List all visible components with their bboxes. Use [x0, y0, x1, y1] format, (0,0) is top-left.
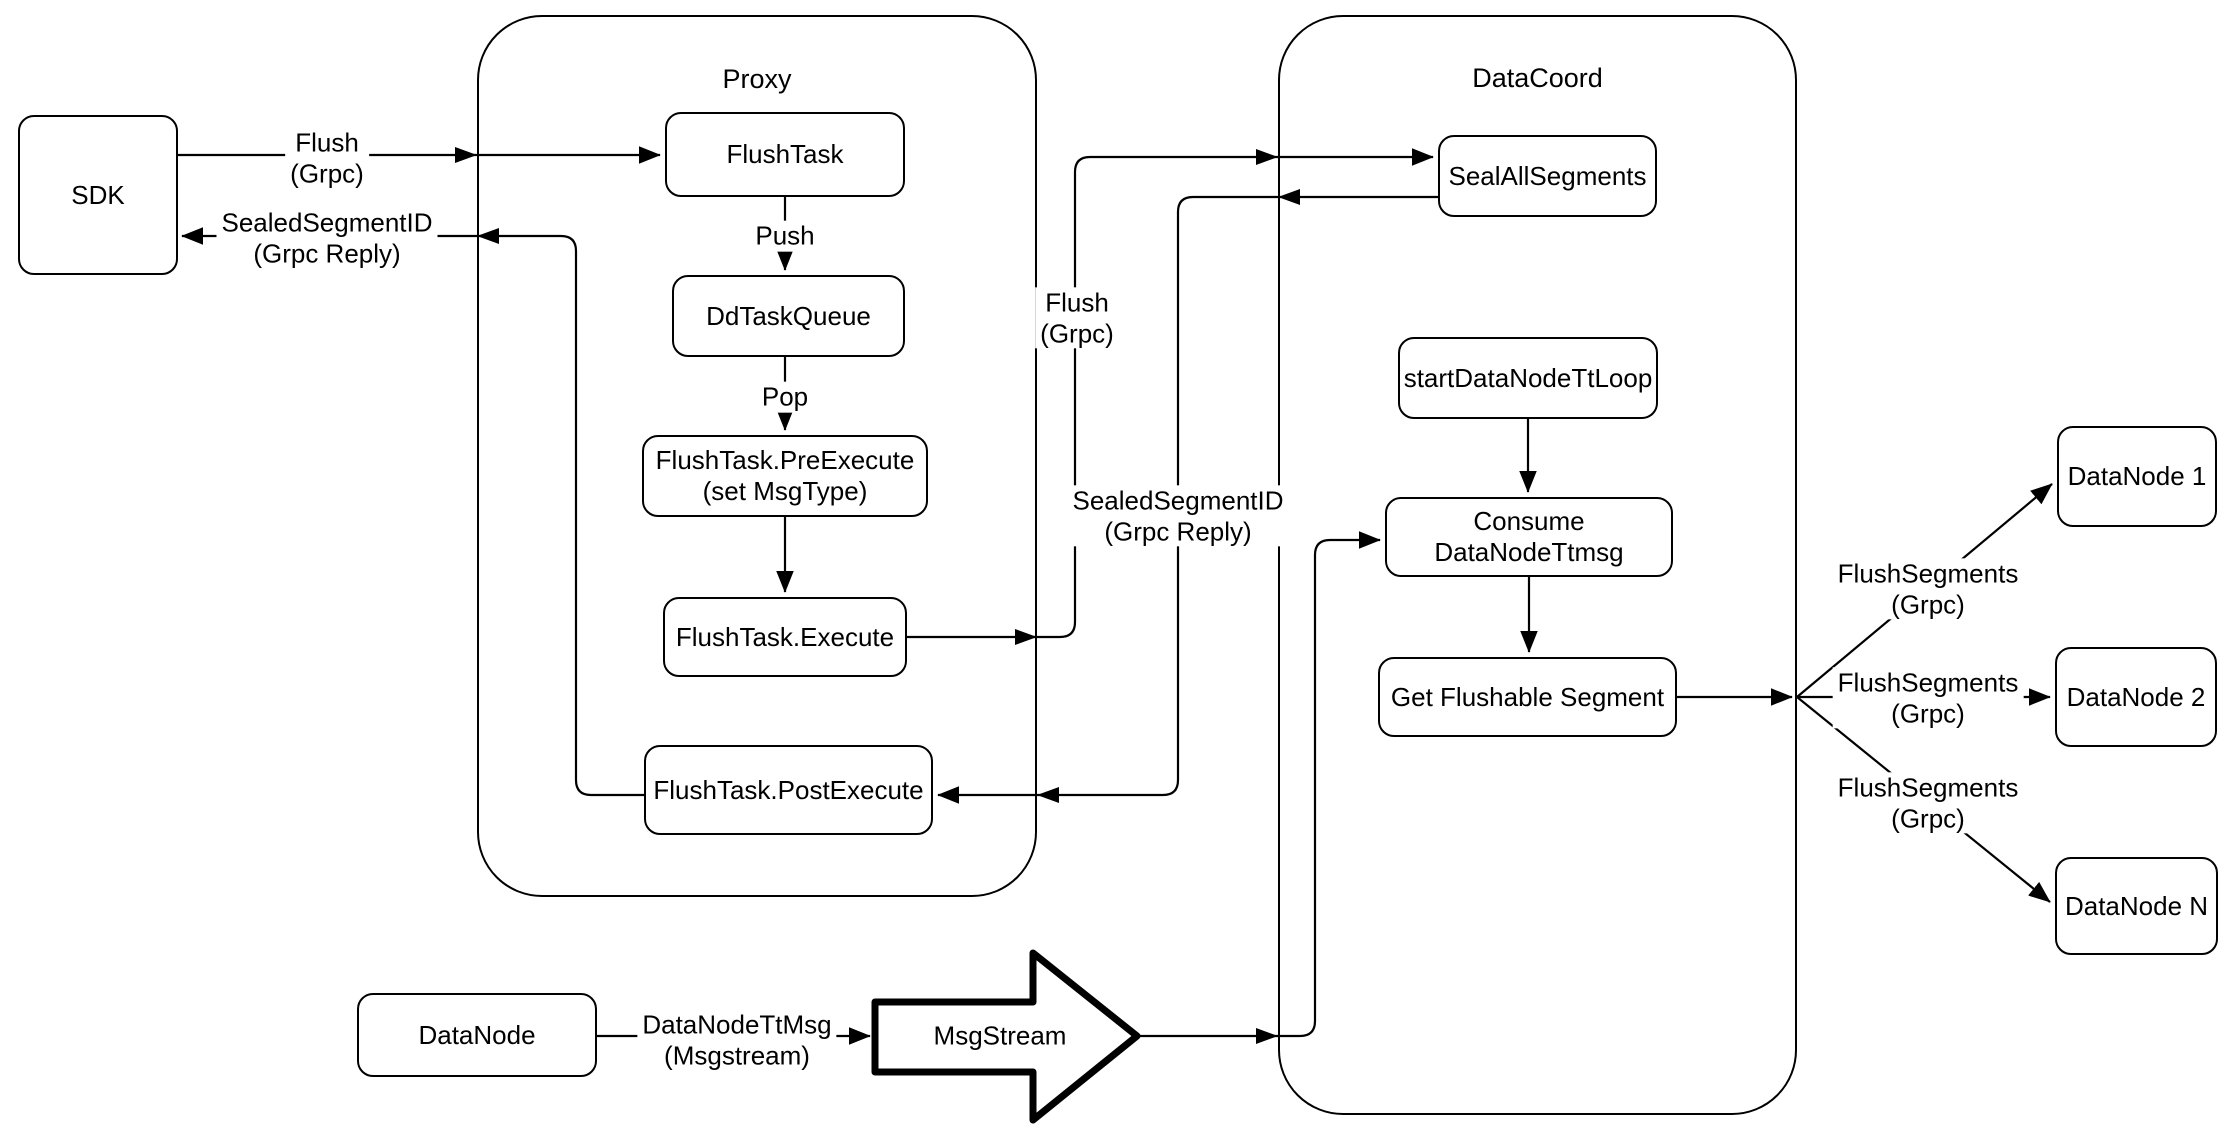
- node-ddtaskqueue-label: DdTaskQueue: [706, 300, 871, 331]
- node-flushtask: FlushTask: [665, 112, 905, 197]
- node-consume-datanodettmsg: Consume DataNodeTtmsg: [1385, 497, 1673, 577]
- edge-label-flush-proxy-line1: Flush: [1045, 287, 1109, 318]
- node-datanode2-label: DataNode 2: [2066, 681, 2206, 712]
- edge-label-flushsegments-3: FlushSegments (Grpc): [1832, 772, 2024, 834]
- node-sdk: SDK: [18, 115, 178, 275]
- node-datanode1-label: DataNode 1: [2067, 461, 2207, 492]
- node-getflushablesegment-label: Get Flushable Segment: [1390, 681, 1665, 712]
- edge-label-datanodettmsg-line2: (Msgstream): [664, 1040, 810, 1070]
- edge-label-flush-proxy-line2: (Grpc): [1040, 318, 1114, 348]
- edge-label-flushsegments-1-line1: FlushSegments: [1837, 558, 2019, 589]
- edge-label-flush-sdk-line1: Flush: [295, 127, 359, 158]
- proxy-container: [477, 15, 1037, 897]
- edge-label-flush-sdk: Flush (Grpc): [285, 127, 369, 189]
- proxy-container-title: Proxy: [722, 64, 792, 94]
- edge-label-flushsegments-2-line1: FlushSegments: [1837, 667, 2019, 698]
- edge-label-push: Push: [750, 220, 820, 252]
- msgstream-label: MsgStream: [933, 1020, 1067, 1051]
- edge-label-pop: Pop: [756, 381, 814, 413]
- edge-label-flushsegments-3-line1: FlushSegments: [1837, 772, 2019, 803]
- node-startdatanodettloop-label: startDataNodeTtLoop: [1403, 362, 1653, 393]
- node-consume-datanodettmsg-label: Consume DataNodeTtmsg: [1434, 506, 1624, 567]
- edge-label-sealed-sdk: SealedSegmentID (Grpc Reply): [216, 207, 438, 269]
- node-postexecute: FlushTask.PostExecute: [644, 745, 933, 835]
- edge-label-flushsegments-2-line2: (Grpc): [1891, 698, 1965, 728]
- edge-label-sealed-sdk-line1: SealedSegmentID: [221, 207, 433, 238]
- datacoord-container: [1278, 15, 1797, 1115]
- edge-label-flushsegments-3-line2: (Grpc): [1891, 803, 1965, 833]
- edge-crossing-arrow-proxy-left-reply: [477, 228, 499, 244]
- edge-label-sealed-sdk-line2: (Grpc Reply): [253, 238, 401, 268]
- edge-label-flush-proxy: Flush (Grpc): [1035, 287, 1119, 349]
- edge-postexecute-to-sdk: [181, 227, 644, 797]
- node-getflushablesegment: Get Flushable Segment: [1378, 657, 1677, 737]
- edge-label-flushsegments-2: FlushSegments (Grpc): [1832, 667, 2024, 729]
- node-postexecute-label: FlushTask.PostExecute: [653, 774, 924, 805]
- edge-label-sealed-proxy-line1: SealedSegmentID: [1072, 485, 1284, 516]
- node-flushtask-label: FlushTask: [726, 139, 844, 170]
- node-sealallsegments: SealAllSegments: [1438, 135, 1657, 217]
- node-datanode-source-label: DataNode: [418, 1019, 536, 1050]
- node-startdatanodettloop: startDataNodeTtLoop: [1398, 337, 1658, 419]
- node-preexecute-label: FlushTask.PreExecute: [655, 445, 915, 476]
- node-datanode-source: DataNode: [357, 993, 597, 1077]
- node-execute: FlushTask.Execute: [663, 597, 907, 677]
- datacoord-container-title: DataCoord: [1472, 63, 1603, 93]
- node-sealallsegments-label: SealAllSegments: [1448, 160, 1647, 191]
- node-datanode1: DataNode 1: [2057, 426, 2217, 527]
- edge-label-datanodettmsg: DataNodeTtMsg (Msgstream): [637, 1009, 837, 1071]
- edge-msgstream-to-consume: [1137, 531, 1381, 1038]
- edge-label-flushsegments-1: FlushSegments (Grpc): [1832, 558, 2024, 620]
- node-preexecute-sublabel: (set MsgType): [702, 476, 868, 506]
- edge-crossing-arrow-datacoord-left-reply: [1278, 189, 1300, 205]
- edge-crossing-arrow-datacoord-left-flush: [1256, 149, 1278, 165]
- msgstream-arrow-shape: [871, 949, 1141, 1124]
- edge-crossing-arrow-proxy-left-flush: [455, 147, 477, 163]
- edge-label-sealed-proxy-line2: (Grpc Reply): [1104, 516, 1252, 546]
- edge-label-flushsegments-1-line2: (Grpc): [1891, 589, 1965, 619]
- node-ddtaskqueue: DdTaskQueue: [672, 275, 905, 357]
- edge-crossing-arrow-proxy-right-reply: [1037, 787, 1059, 803]
- edge-execute-to-sealallsegments: [907, 148, 1434, 639]
- edge-label-sealed-proxy: SealedSegmentID (Grpc Reply): [1067, 485, 1289, 547]
- edge-label-datanodettmsg-line1: DataNodeTtMsg: [642, 1009, 832, 1040]
- edge-label-flush-sdk-line2: (Grpc): [290, 158, 364, 188]
- node-preexecute: FlushTask.PreExecute (set MsgType): [642, 435, 928, 517]
- edge-crossing-arrow-datacoord-left-msgstream: [1256, 1028, 1278, 1044]
- node-datanode2: DataNode 2: [2055, 647, 2217, 747]
- node-datanoden: DataNode N: [2055, 857, 2218, 955]
- edge-crossing-arrow-proxy-right-flush: [1015, 629, 1037, 645]
- node-sdk-label: SDK: [71, 179, 125, 210]
- node-datanoden-label: DataNode N: [2064, 890, 2209, 921]
- node-execute-label: FlushTask.Execute: [675, 621, 895, 652]
